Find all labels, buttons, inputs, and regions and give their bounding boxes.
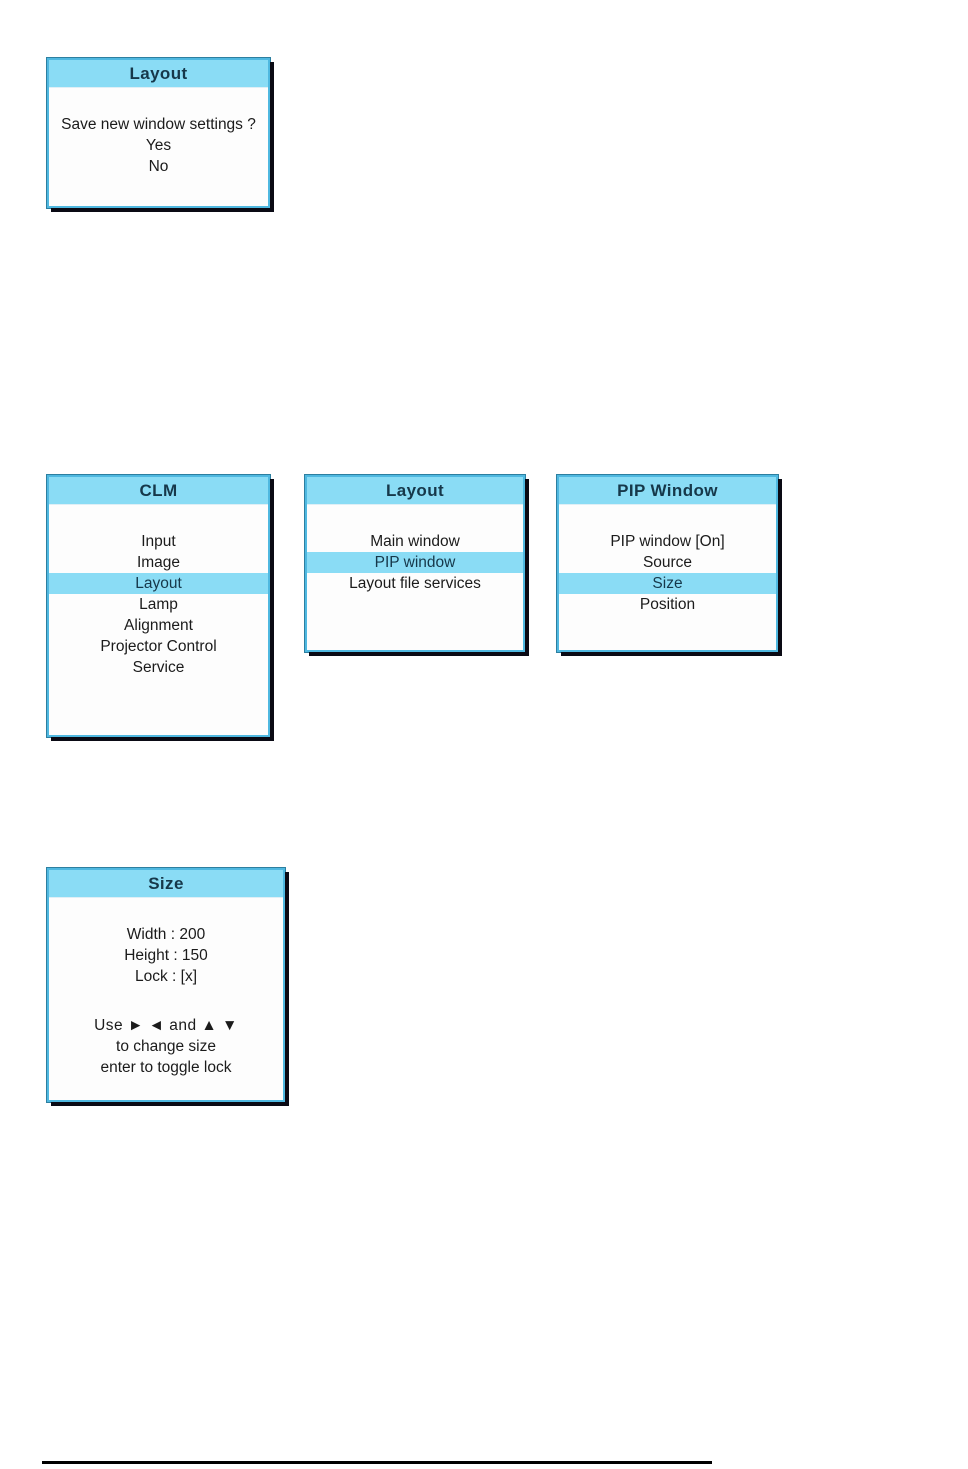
clm-menu-list: Input Image Layout Lamp Alignment Projec… — [49, 531, 268, 678]
layout-menu-list: Main window PIP window Layout file servi… — [307, 531, 523, 594]
save-layout-option-no[interactable]: No — [148, 158, 169, 175]
size-dialog: Size Width : 200 Height : 150 Lock : [x]… — [47, 868, 285, 1102]
save-layout-prompt: Save new window settings ? — [61, 116, 256, 133]
clm-menu-item-input[interactable]: Input — [141, 533, 176, 550]
layout-menu-item-pip-window[interactable]: PIP window — [307, 552, 523, 573]
clm-menu-panel: CLM Input Image Layout Lamp Alignment Pr… — [47, 475, 270, 737]
clm-menu-item-image[interactable]: Image — [136, 554, 181, 571]
spacer — [49, 88, 268, 114]
size-help-line-arrows: Use ► ◄ and ▲ ▼ — [94, 1017, 238, 1034]
save-layout-option-yes[interactable]: Yes — [145, 137, 172, 154]
size-help-line-toggle: enter to toggle lock — [100, 1059, 232, 1076]
layout-menu-panel: Layout Main window PIP window Layout fil… — [305, 475, 525, 652]
clm-menu-body: Input Image Layout Lamp Alignment Projec… — [49, 505, 268, 735]
clm-menu-item-alignment[interactable]: Alignment — [124, 617, 193, 634]
pip-window-menu-panel: PIP Window PIP window [On] Source Size P… — [557, 475, 778, 652]
clm-menu-item-projector-control[interactable]: Projector Control — [100, 638, 217, 655]
clm-menu-item-lamp[interactable]: Lamp — [139, 596, 178, 613]
spacer — [49, 898, 283, 924]
footer-divider — [42, 1461, 712, 1464]
size-help-line-change: to change size — [116, 1038, 216, 1055]
save-layout-options: Yes No — [49, 135, 268, 177]
clm-menu-item-layout[interactable]: Layout — [49, 573, 268, 594]
layout-menu-title: Layout — [307, 477, 523, 505]
pip-window-menu-title: PIP Window — [559, 477, 776, 505]
pip-window-menu-item-source[interactable]: Source — [642, 554, 693, 571]
clm-menu-item-service[interactable]: Service — [132, 659, 185, 676]
size-dialog-title: Size — [49, 870, 283, 898]
size-field-width[interactable]: Width : 200 — [126, 926, 206, 943]
pip-window-menu-body: PIP window [On] Source Size Position — [559, 505, 776, 650]
size-field-lock[interactable]: Lock : [x] — [134, 968, 198, 985]
save-layout-dialog-title: Layout — [49, 60, 268, 88]
pip-window-menu-item-size[interactable]: Size — [559, 573, 776, 594]
pip-window-menu-list: PIP window [On] Source Size Position — [559, 531, 776, 615]
size-field-height[interactable]: Height : 150 — [124, 947, 208, 964]
save-layout-dialog: Layout Save new window settings ? Yes No — [47, 58, 270, 208]
spacer — [307, 505, 523, 531]
layout-menu-item-main-window[interactable]: Main window — [370, 533, 460, 550]
size-dialog-body: Width : 200 Height : 150 Lock : [x] Use … — [49, 898, 283, 1100]
layout-menu-body: Main window PIP window Layout file servi… — [307, 505, 523, 650]
clm-menu-title: CLM — [49, 477, 268, 505]
pip-window-menu-item-pip-window-toggle[interactable]: PIP window [On] — [610, 533, 725, 550]
layout-menu-item-layout-file-services[interactable]: Layout file services — [349, 575, 481, 592]
spacer — [559, 505, 776, 531]
spacer — [49, 987, 283, 1001]
pip-window-menu-item-position[interactable]: Position — [639, 596, 696, 613]
save-layout-dialog-body: Save new window settings ? Yes No — [49, 88, 268, 206]
spacer — [49, 1001, 283, 1015]
spacer — [49, 505, 268, 531]
